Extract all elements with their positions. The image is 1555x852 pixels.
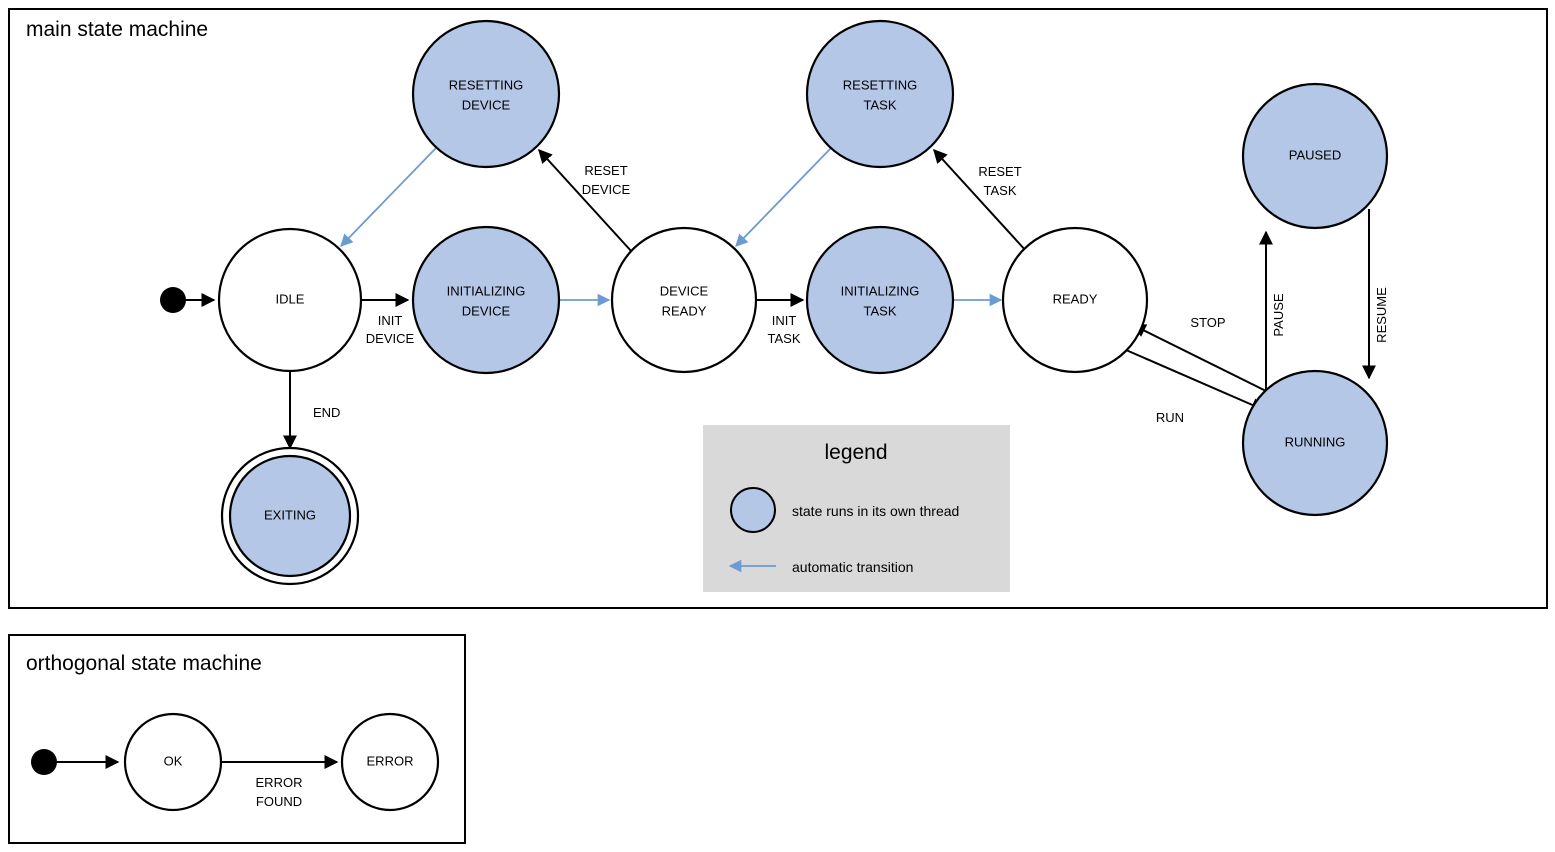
transition-device-ready-resetting-device: RESET DEVICE: [538, 148, 633, 253]
transition-ok-error-label-1: ERROR: [256, 775, 303, 790]
state-label-initializing-device-1: INITIALIZING: [447, 283, 526, 298]
transition-device-ready-initializing-task-label-2: TASK: [768, 331, 801, 346]
state-label-initializing-task-1: INITIALIZING: [841, 283, 920, 298]
transition-idle-initializing-device-label-2: DEVICE: [366, 331, 415, 346]
orthogonal-state-machine-frame: orthogonal state machine ERROR FOUND OK: [8, 634, 466, 844]
legend-thread-state-circle-icon: [730, 487, 776, 533]
state-label-device-ready-1: DEVICE: [660, 283, 709, 298]
state-circle-initializing-device[interactable]: [411, 225, 561, 375]
transition-ok-error: ERROR FOUND: [222, 755, 339, 809]
transition-device-ready-resetting-device-label-1: RESET: [584, 163, 627, 178]
transition-ready-resetting-task-label-1: RESET: [978, 164, 1021, 179]
state-node-running[interactable]: RUNNING: [1241, 369, 1389, 517]
transition-ready-resetting-task-line: [933, 148, 1028, 253]
legend-item-thread-state-label: state runs in its own thread: [792, 503, 959, 519]
state-node-resetting-device[interactable]: RESETTING DEVICE: [411, 19, 561, 169]
transition-running-paused: PAUSE: [1259, 230, 1286, 395]
transition-running-ready-line: [1131, 324, 1269, 393]
legend-item-automatic-transition: automatic transition: [728, 559, 913, 575]
state-label-running: RUNNING: [1285, 434, 1346, 449]
state-circle-paused[interactable]: [1241, 82, 1389, 230]
state-node-idle[interactable]: IDLE: [217, 227, 363, 373]
state-node-ok[interactable]: OK: [123, 712, 223, 812]
state-node-exiting[interactable]: EXITING: [220, 446, 360, 586]
transition-idle-exiting-label-1: END: [313, 405, 340, 420]
transition-ready-resetting-task-label-2: TASK: [984, 183, 1017, 198]
state-node-paused[interactable]: PAUSED: [1241, 82, 1389, 230]
transition-device-ready-initializing-task: INIT TASK: [756, 293, 805, 346]
legend-title: legend: [824, 441, 887, 464]
legend-item-automatic-transition-label: automatic transition: [792, 559, 913, 575]
state-label-initializing-task-2: TASK: [864, 303, 897, 318]
orthogonal-transitions-layer: ERROR FOUND: [57, 755, 339, 809]
transition-running-ready-label-1: STOP: [1190, 315, 1225, 330]
state-node-device-ready[interactable]: DEVICE READY: [610, 226, 758, 374]
state-label-paused: PAUSED: [1289, 147, 1342, 162]
state-circle-exiting[interactable]: [228, 454, 352, 578]
transition-idle-exiting: END: [283, 372, 340, 450]
transition-running-paused-label-1: PAUSE: [1271, 293, 1286, 336]
state-circle-idle[interactable]: [217, 227, 363, 373]
initial-state-dot-main: [160, 287, 186, 313]
initial-state-dot-orthogonal: [31, 749, 57, 775]
transition-resetting-device-idle: [340, 147, 437, 247]
transition-paused-running-label-1: RESUME: [1374, 287, 1389, 343]
state-circle-resetting-task[interactable]: [805, 19, 955, 169]
main-frame-title: main state machine: [26, 18, 208, 41]
state-node-resetting-task[interactable]: RESETTING TASK: [805, 19, 955, 169]
state-circle-device-ready[interactable]: [610, 226, 758, 374]
state-node-initializing-task[interactable]: INITIALIZING TASK: [805, 225, 955, 375]
state-circle-ready[interactable]: [1001, 226, 1149, 374]
transition-resetting-task-device-ready-line: [735, 147, 832, 247]
state-label-initializing-device-2: DEVICE: [462, 303, 511, 318]
state-label-device-ready-2: READY: [662, 303, 707, 318]
main-transitions-layer: INIT DEVICE END RESET DEVICE: [186, 147, 1389, 450]
main-states-layer: IDLE RESETTING DEVICE INITIALIZING DEVIC…: [160, 19, 1389, 586]
transition-ready-running-label-1: RUN: [1156, 410, 1184, 425]
transition-resetting-device-idle-line: [340, 147, 437, 247]
state-node-ready[interactable]: READY: [1001, 226, 1149, 374]
legend: legend state runs in its own thread auto…: [703, 425, 1010, 592]
state-node-error[interactable]: ERROR: [340, 712, 440, 812]
transition-ready-resetting-task: RESET TASK: [933, 148, 1028, 253]
state-label-error: ERROR: [367, 753, 414, 768]
state-circle-running[interactable]: [1241, 369, 1389, 517]
transition-paused-running: RESUME: [1362, 209, 1389, 380]
transition-device-ready-initializing-task-label-1: INIT: [772, 313, 797, 328]
transition-ready-running-line: [1125, 349, 1266, 412]
orthogonal-frame-title: orthogonal state machine: [26, 652, 262, 675]
state-circle-resetting-device[interactable]: [411, 19, 561, 169]
orthogonal-states-layer: OK ERROR: [31, 712, 440, 812]
legend-item-thread-state: state runs in its own thread: [730, 487, 959, 533]
state-label-ready: READY: [1053, 291, 1098, 306]
transition-ready-running: RUN: [1125, 349, 1266, 425]
transition-idle-initializing-device: INIT DEVICE: [361, 293, 415, 346]
state-label-ok: OK: [164, 753, 183, 768]
transition-device-ready-resetting-device-line: [538, 148, 633, 253]
state-label-resetting-device-1: RESETTING: [449, 77, 523, 92]
transition-running-ready: STOP: [1131, 315, 1269, 393]
state-circle-ok[interactable]: [123, 712, 223, 812]
transition-idle-initializing-device-label-1: INIT: [378, 313, 403, 328]
state-label-resetting-device-2: DEVICE: [462, 97, 511, 112]
state-label-idle: IDLE: [276, 291, 305, 306]
state-label-exiting: EXITING: [264, 507, 316, 522]
state-circle-error[interactable]: [340, 712, 440, 812]
state-label-resetting-task-2: TASK: [864, 97, 897, 112]
transition-device-ready-resetting-device-label-2: DEVICE: [582, 182, 631, 197]
state-node-initializing-device[interactable]: INITIALIZING DEVICE: [411, 225, 561, 375]
state-circle-initializing-task[interactable]: [805, 225, 955, 375]
transition-ok-error-label-2: FOUND: [256, 794, 302, 809]
state-label-resetting-task-1: RESETTING: [843, 77, 917, 92]
transition-resetting-task-device-ready: [735, 147, 832, 247]
